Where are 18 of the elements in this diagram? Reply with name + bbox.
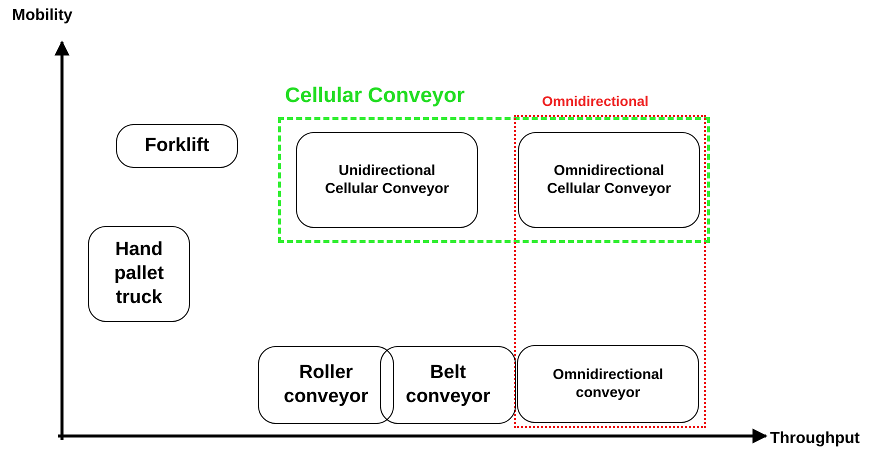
rounded-box: [517, 345, 699, 423]
box-label: Omnidirectional conveyor: [552, 366, 664, 402]
rounded-box: [116, 124, 238, 168]
rounded-box: [380, 346, 516, 424]
y-axis-label: Mobility: [12, 7, 72, 25]
box-label: Forklift: [144, 134, 210, 158]
box-label: Hand pallet truck: [113, 238, 165, 310]
region-heading: Omnidirectional: [542, 93, 649, 109]
rounded-box: [518, 132, 700, 228]
box-label: Belt conveyor: [404, 361, 492, 409]
rounded-box: [296, 132, 478, 228]
box-label: Omnidirectional Cellular Conveyor: [546, 162, 672, 198]
region-heading: Cellular Conveyor: [285, 84, 465, 108]
box-label: Roller conveyor: [282, 361, 370, 409]
x-axis-label: Throughput: [770, 430, 860, 448]
rounded-box: [88, 226, 190, 322]
box-label: Unidirectional Cellular Conveyor: [324, 162, 450, 198]
rounded-box: [258, 346, 394, 424]
